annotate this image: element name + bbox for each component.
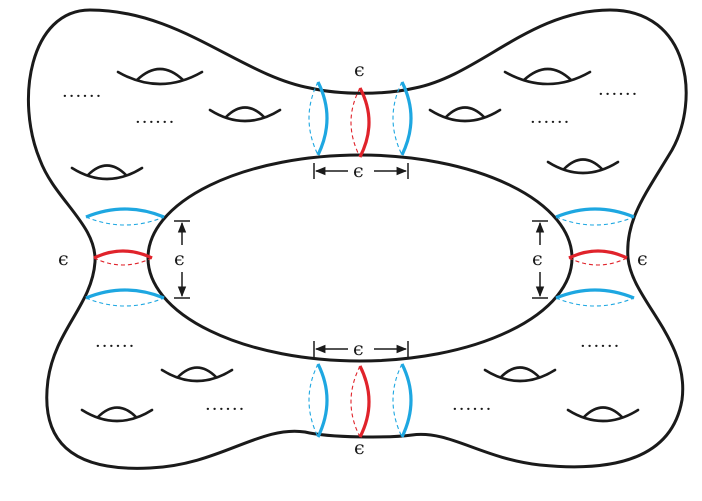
right-red-dashed [568, 257, 628, 266]
epsilon-top-width: ϵ [353, 160, 364, 182]
ellipsis-top-left-2: ······ [135, 112, 175, 133]
top-left-blue-dashed [308, 81, 319, 156]
ellipsis-bottom-left-2: ······ [205, 399, 245, 420]
right-top-blue-dashed [555, 216, 635, 226]
handle-icon [70, 164, 144, 181]
right-bottom-blue-dashed [555, 297, 635, 307]
left-neck [85, 207, 165, 307]
right-bottom-blue-curve [555, 288, 635, 300]
handle-icon [566, 406, 640, 423]
handle-icon [503, 67, 592, 86]
handle-icon [160, 366, 234, 383]
left-red-dashed [93, 257, 153, 266]
epsilon-top: ϵ [354, 59, 365, 81]
bottom-left-blue-curve [316, 363, 329, 438]
bottom-neck [308, 363, 413, 438]
ellipsis-top-right-1: ······ [598, 84, 638, 105]
handle-group [70, 67, 640, 423]
top-red-curve [358, 87, 371, 158]
bottom-red-dashed [350, 365, 361, 438]
bottom-red-curve [358, 365, 371, 438]
right-red-curve [568, 249, 628, 260]
right-neck [555, 207, 635, 307]
epsilon-right: ϵ [637, 248, 648, 270]
top-red-dashed [350, 87, 361, 158]
left-bottom-blue-dashed [85, 297, 165, 307]
left-bottom-blue-curve [85, 288, 165, 300]
left-top-blue-curve [85, 207, 165, 219]
top-neck [308, 81, 413, 158]
right-top-blue-curve [555, 207, 635, 219]
left-top-blue-dashed [85, 216, 165, 226]
ellipsis-bottom-left-1: ······ [95, 336, 135, 357]
left-red-curve [93, 249, 153, 260]
handle-icon [546, 158, 620, 175]
ellipsis-bottom-right-2: ······ [452, 399, 492, 420]
bottom-right-blue-dashed [392, 363, 403, 438]
epsilon-left: ϵ [58, 248, 69, 270]
outer-boundary [27, 8, 688, 470]
top-right-blue-curve [400, 81, 413, 156]
top-right-blue-dashed [392, 81, 403, 156]
handle-icon [116, 67, 204, 86]
bottom-right-blue-curve [400, 363, 413, 438]
ellipsis-top-left-1: ······ [62, 86, 102, 107]
epsilon-right-height: ϵ [532, 248, 543, 270]
ellipsis-top-right-2: ······ [530, 112, 570, 133]
handle-icon [80, 406, 154, 423]
bottom-left-blue-dashed [308, 363, 319, 438]
top-left-blue-curve [316, 81, 329, 156]
handle-icon [208, 106, 282, 123]
epsilon-bottom: ϵ [354, 437, 365, 459]
epsilon-bottom-width: ϵ [353, 338, 364, 360]
ellipsis-bottom-right-1: ······ [580, 336, 620, 357]
handle-icon [428, 106, 502, 123]
handle-icon [483, 366, 557, 383]
inner-hole [146, 153, 574, 363]
epsilon-left-height: ϵ [174, 248, 185, 270]
